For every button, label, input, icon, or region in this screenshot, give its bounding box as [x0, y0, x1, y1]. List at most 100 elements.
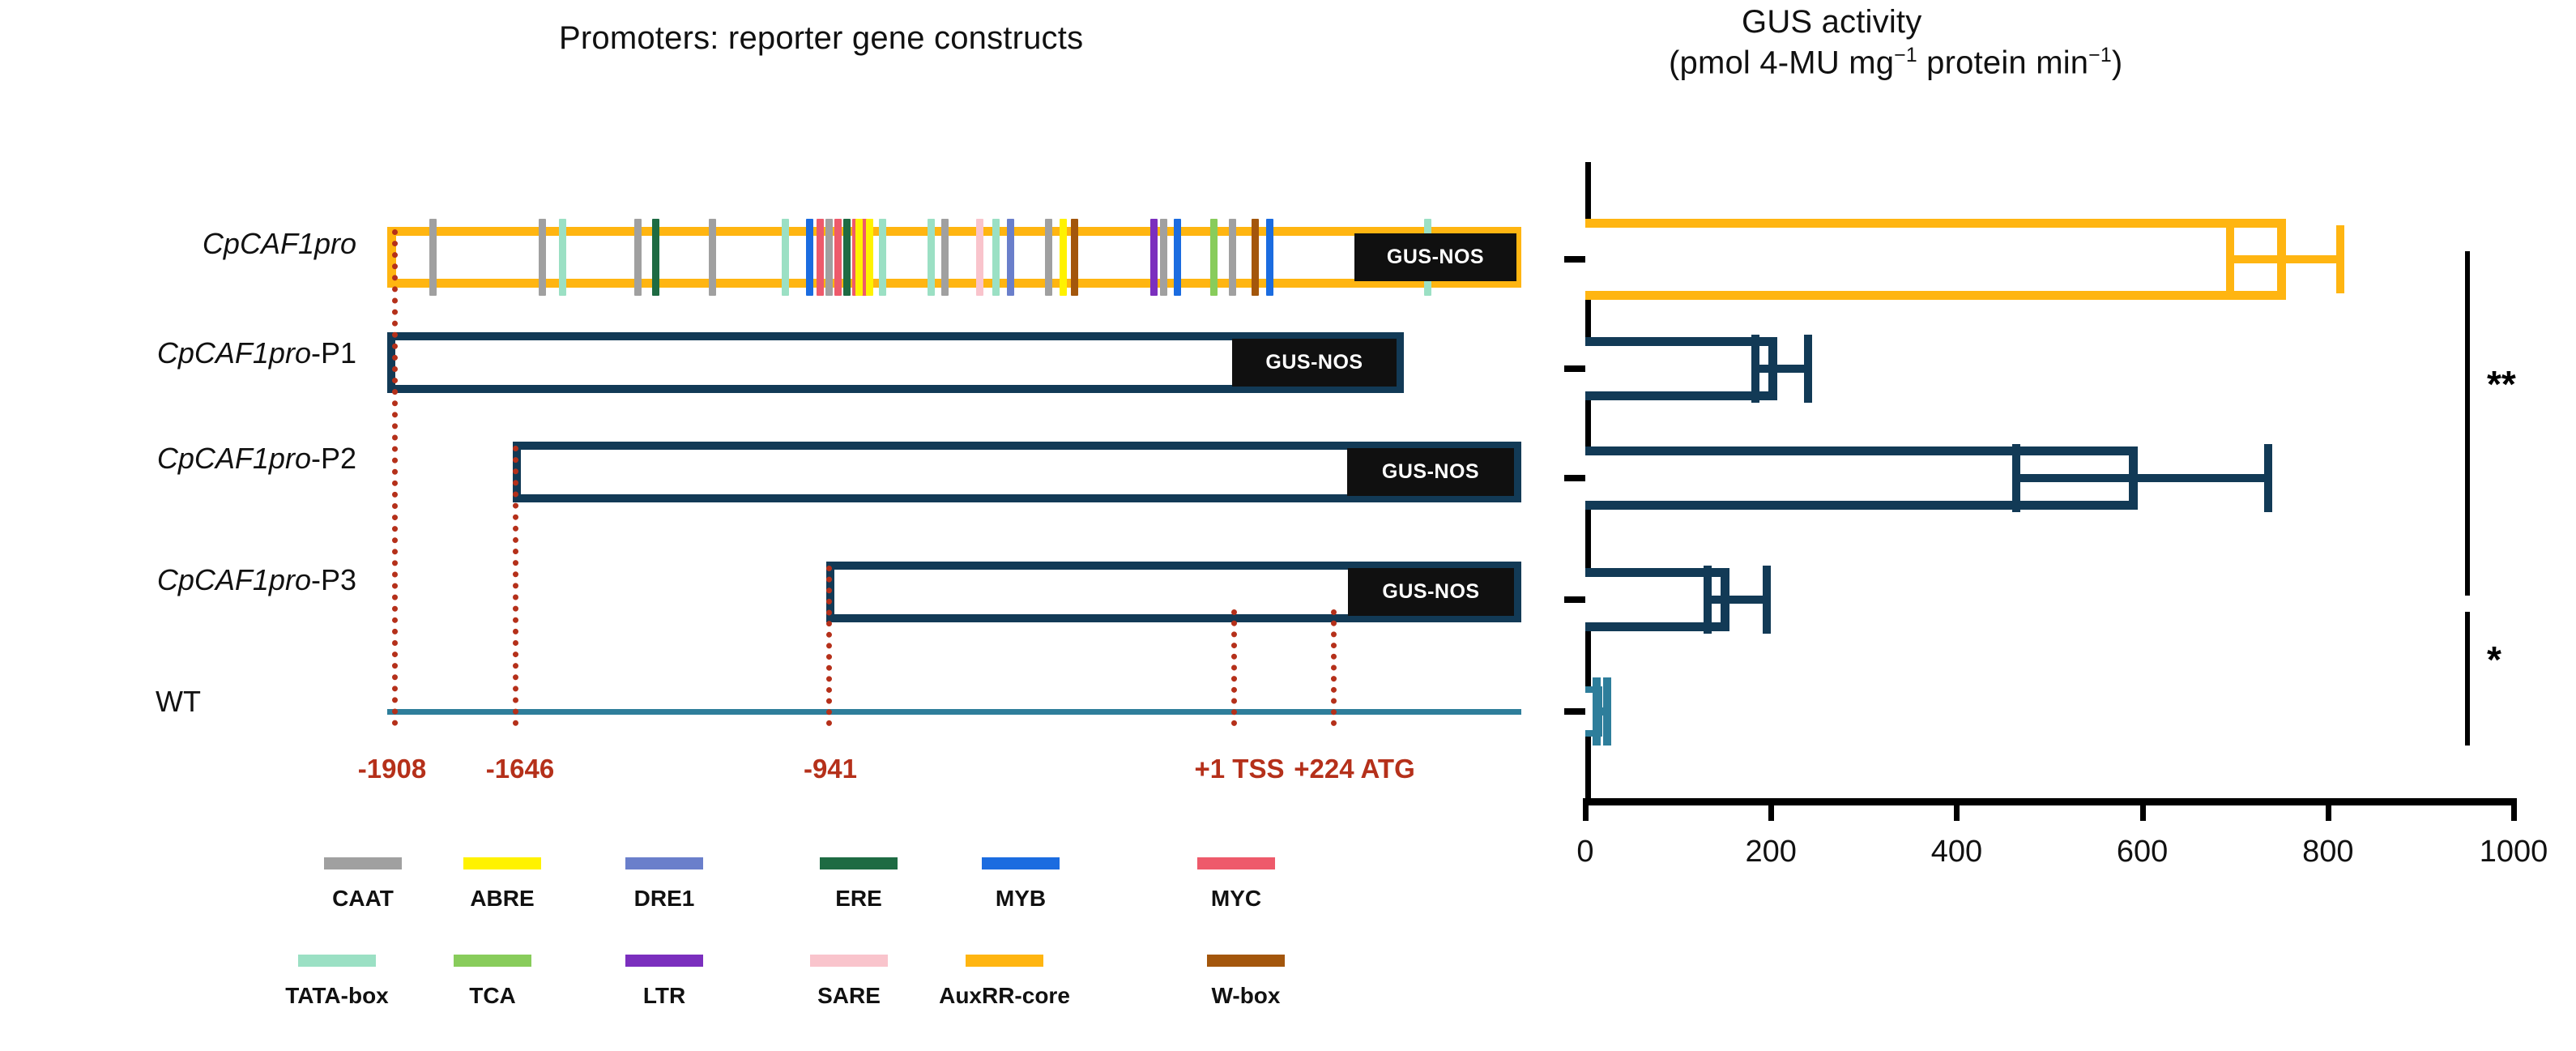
motif-tick-myc — [834, 219, 842, 296]
gusnos-box-p3: GUS-NOS — [1348, 568, 1514, 616]
gusnos-box-cpcaf1pro: GUS-NOS — [1354, 233, 1516, 281]
motif-tick-ere — [843, 219, 851, 296]
motif-tick-abre — [855, 219, 863, 296]
y-tick-4 — [1564, 708, 1585, 715]
y-tick-1 — [1564, 365, 1585, 372]
motif-tick-myb — [1174, 219, 1181, 296]
bar-cpcaf1pro-p1 — [1585, 337, 1778, 400]
legend-label-caat: CAAT — [332, 886, 394, 911]
position-label--1908: -1908 — [357, 754, 427, 784]
row-label-italic-1: CpCAF1pro — [156, 336, 311, 370]
x-tick-label-600: 600 — [2116, 835, 2169, 869]
row-label-cpcaf1pro-p1: CpCAF1pro-P1 — [0, 336, 356, 370]
position-label-+1-tss: +1 TSS — [1194, 754, 1285, 784]
error-cap-upper — [2264, 444, 2273, 512]
motif-tick-tata-box — [782, 219, 789, 296]
legend-swatch-w-box — [1207, 955, 1285, 967]
motif-tick-caat — [634, 219, 642, 296]
motif-tick-caat — [539, 219, 546, 296]
legend-swatch-sare — [810, 955, 888, 967]
position-label-+224-atg: +224 ATG — [1294, 754, 1415, 784]
y-tick-2 — [1564, 475, 1585, 481]
significance-stars-double: ** — [2487, 365, 2516, 403]
position-line-+1-tss — [1231, 609, 1237, 726]
y-tick-3 — [1564, 596, 1585, 603]
motif-tick-myb — [806, 219, 813, 296]
wt-baseline — [387, 709, 1521, 715]
legend-label-dre1: DRE1 — [633, 886, 695, 911]
legend-label-auxrr-core: AuxRR-core — [939, 983, 1070, 1008]
row-label-italic-0: CpCAF1pro — [202, 227, 356, 260]
bar-cpcaf1pro — [1585, 219, 2287, 300]
y-tick-0 — [1564, 256, 1585, 263]
x-tick-600 — [2139, 798, 2146, 821]
motif-tick-caat — [1045, 219, 1052, 296]
error-bar-cpcaf1pro — [2225, 255, 2345, 263]
x-tick-0 — [1583, 798, 1589, 821]
significance-stars-single-text: * — [2487, 639, 2501, 681]
axis-unit-suffix: ) — [2111, 45, 2123, 81]
position-line--1908 — [392, 229, 398, 726]
gusnos-box-p2: GUS-NOS — [1347, 448, 1514, 496]
error-cap-lower — [1703, 566, 1712, 634]
significance-stars-single: * — [2487, 641, 2501, 678]
error-cap-upper — [2336, 225, 2345, 293]
legend-swatch-caat — [324, 857, 402, 869]
legend-label-w-box: W-box — [1211, 983, 1281, 1008]
motif-tick-tca — [1210, 219, 1218, 296]
position-line--1646 — [513, 446, 518, 726]
x-tick-label-1000: 1000 — [2479, 835, 2548, 869]
row-label-cpcaf1pro-p2: CpCAF1pro-P2 — [0, 442, 356, 476]
row-label-plain-2: -P2 — [310, 442, 356, 475]
right-panel-title-line2: (pmol 4-MU mg−1 protein min−1) — [1669, 45, 2122, 81]
legend-swatch-tca — [454, 955, 531, 967]
x-tick-200 — [1768, 798, 1775, 821]
error-cap-upper — [1603, 677, 1612, 746]
right-panel-title-line1: GUS activity — [1742, 4, 1922, 40]
construct-body-cpcaf1pro — [387, 227, 1521, 288]
position-line-+224-atg — [1331, 609, 1337, 726]
legend-swatch-dre1 — [625, 857, 703, 869]
significance-stars-double-text: ** — [2487, 363, 2516, 405]
motif-tick-caat — [709, 219, 716, 296]
axis-unit-mid: protein min — [1917, 45, 2089, 81]
significance-bracket-2 — [2465, 612, 2470, 746]
construct-cpcaf1pro — [387, 227, 1521, 288]
row-label-plain-1: -P1 — [310, 336, 356, 370]
error-bar-cpcaf1pro-p2 — [2012, 474, 2273, 482]
superscript-minus-one-b: −1 — [2088, 45, 2112, 66]
error-cap-upper — [1803, 335, 1812, 403]
row-label-italic-2: CpCAF1pro — [156, 442, 311, 475]
legend-label-sare: SARE — [817, 983, 881, 1008]
error-bar-wt — [1593, 707, 1612, 716]
x-tick-400 — [1954, 798, 1960, 821]
superscript-minus-one-a: −1 — [1894, 45, 1917, 66]
row-label-plain-3: -P3 — [310, 563, 356, 596]
motif-tick-tata-box — [992, 219, 1000, 296]
motif-tick-tata-box — [559, 219, 566, 296]
error-bar-cpcaf1pro-p1 — [1751, 365, 1812, 373]
motif-tick-w-box — [1071, 219, 1078, 296]
motif-tick-myb — [1266, 219, 1273, 296]
motif-tick-dre1 — [1007, 219, 1014, 296]
x-tick-800 — [2325, 798, 2331, 821]
legend-label-myb: MYB — [995, 886, 1047, 911]
error-cap-lower — [2012, 444, 2021, 512]
legend-label-ltr: LTR — [642, 983, 686, 1008]
gusnos-box-p1: GUS-NOS — [1232, 339, 1397, 387]
legend-label-abre: ABRE — [470, 886, 535, 911]
legend-label-tca: TCA — [469, 983, 516, 1008]
legend-swatch-ere — [820, 857, 898, 869]
axis-unit-prefix: (pmol 4-MU mg — [1669, 45, 1895, 81]
x-tick-label-200: 200 — [1745, 835, 1797, 869]
position-line--941 — [826, 566, 832, 726]
left-panel-title: Promoters: reporter gene constructs — [559, 20, 1084, 56]
legend-label-tata-box: TATA-box — [285, 983, 389, 1008]
position-label--941: -941 — [803, 754, 858, 784]
row-label-cpcaf1pro: CpCAF1pro — [0, 227, 356, 261]
x-tick-label-0: 0 — [1576, 835, 1594, 869]
motif-tick-abre — [866, 219, 873, 296]
legend-label-myc: MYC — [1210, 886, 1262, 911]
motif-tick-ere — [652, 219, 659, 296]
